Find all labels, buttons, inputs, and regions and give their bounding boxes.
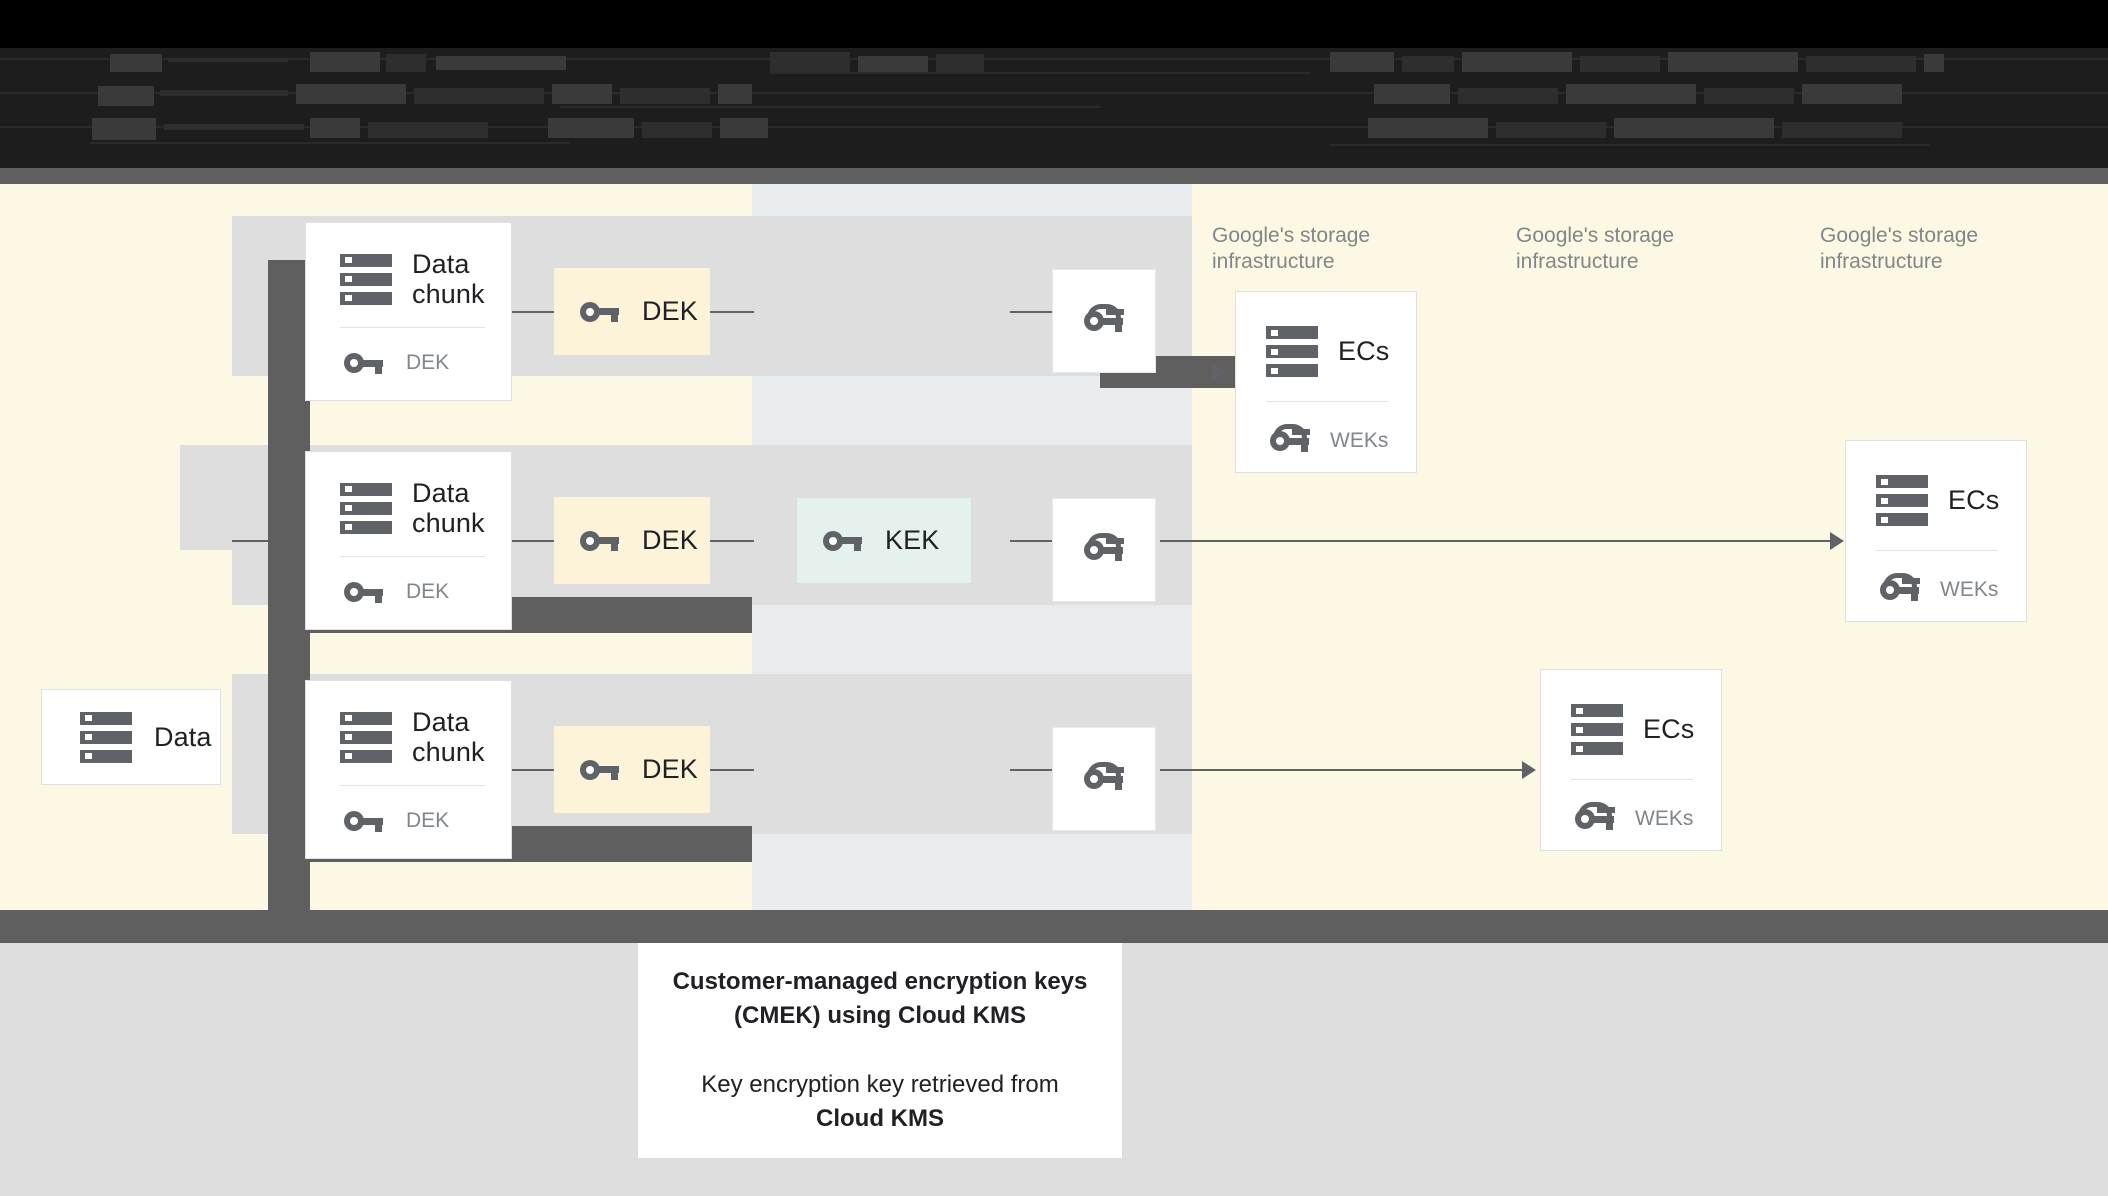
double-key-icon xyxy=(1084,533,1124,563)
data-chunk-card-3[interactable]: Data chunk DEK xyxy=(305,680,512,859)
chunk-key-label: DEK xyxy=(406,580,450,604)
caption-body: Key encryption key retrieved from Cloud … xyxy=(701,1068,1058,1136)
infra-label-text: Google's storage infrastructure xyxy=(1212,224,1371,273)
connector-to-wrap3 xyxy=(1010,769,1052,771)
infra-label-3: Google's storage infrastructure xyxy=(1820,223,2000,274)
ec-key-label: WEKs xyxy=(1330,429,1389,452)
key-icon xyxy=(344,350,384,376)
ec-title: ECs xyxy=(1643,714,1695,745)
wrapped-key-box-2[interactable] xyxy=(1052,498,1156,602)
card-divider xyxy=(1266,401,1388,402)
dek-label: DEK xyxy=(642,754,698,785)
chunk-title: Data chunk xyxy=(412,707,485,768)
infra-label-text: Google's storage infrastructure xyxy=(1516,224,1675,273)
key-icon xyxy=(580,757,620,783)
dek-box-3[interactable]: DEK xyxy=(554,726,710,813)
infra-label-2: Google's storage infrastructure xyxy=(1516,223,1696,274)
double-key-icon xyxy=(1880,573,1920,603)
dek-label: DEK xyxy=(642,525,698,556)
caption-body-line2: Cloud KMS xyxy=(816,1104,944,1132)
dek-box-1[interactable]: DEK xyxy=(554,268,710,355)
data-chunk-card-2[interactable]: Data chunk DEK xyxy=(305,451,512,630)
diagram-canvas: Data Data chunk DEK Data chunk DEK Data … xyxy=(0,184,2108,952)
chunk-title: Data chunk xyxy=(412,478,485,539)
chunk-key-label: DEK xyxy=(406,809,450,833)
connector-chunk3-dek3 xyxy=(512,769,554,771)
caption-title-line1: Customer-managed encryption keys xyxy=(672,968,1088,996)
server-icon xyxy=(1876,475,1928,526)
arrow-ec1 xyxy=(1212,363,1226,381)
caption-box: Customer-managed encryption keys (CMEK) … xyxy=(638,943,1122,1158)
server-icon xyxy=(1266,326,1318,377)
connector-dek1-out xyxy=(710,311,754,313)
card-divider xyxy=(340,785,485,787)
arrow-ec3 xyxy=(1522,761,1536,779)
server-icon xyxy=(80,711,132,763)
top-banner xyxy=(0,0,2108,168)
double-key-icon xyxy=(1084,304,1124,334)
key-icon xyxy=(344,579,384,605)
caption-title: Customer-managed encryption keys (CMEK) … xyxy=(673,965,1088,1033)
connector-wrap2-to-ec2 xyxy=(1160,540,1840,542)
connector-wrap3-to-ec3 xyxy=(1160,769,1530,771)
arrow-ec2 xyxy=(1830,532,1844,550)
wrapped-key-box-1[interactable] xyxy=(1052,269,1156,373)
data-chunk-card-1[interactable]: Data chunk DEK xyxy=(305,222,512,401)
bottom-redaction-bar xyxy=(0,910,2108,943)
ec-title: ECs xyxy=(1338,336,1390,367)
caption-body-line1: Key encryption key retrieved from xyxy=(701,1070,1059,1098)
server-icon xyxy=(340,482,392,534)
key-icon xyxy=(580,299,620,325)
connector-chunk2-dek2 xyxy=(512,540,554,542)
banner-divider xyxy=(0,168,2108,184)
data-card[interactable]: Data xyxy=(41,689,221,785)
ec-card-1[interactable]: ECs WEKs xyxy=(1235,291,1417,473)
card-divider xyxy=(1876,550,1998,551)
double-key-icon xyxy=(1270,424,1310,454)
connector-to-wrap1 xyxy=(1010,311,1052,313)
double-key-icon xyxy=(1084,762,1124,792)
key-icon xyxy=(344,808,384,834)
caption-title-line2: (CMEK) using Cloud KMS xyxy=(734,1002,1026,1030)
infra-label-1: Google's storage infrastructure xyxy=(1212,223,1392,274)
server-icon xyxy=(340,253,392,305)
ec-key-label: WEKs xyxy=(1635,807,1694,830)
card-divider xyxy=(1571,779,1693,780)
card-divider xyxy=(340,327,485,329)
wrapped-key-box-3[interactable] xyxy=(1052,727,1156,831)
data-card-title: Data xyxy=(154,721,212,752)
kek-label: KEK xyxy=(885,525,940,556)
ec-key-label: WEKs xyxy=(1940,578,1999,601)
connector-to-wrap2 xyxy=(1010,540,1052,542)
card-divider xyxy=(340,556,485,558)
key-icon xyxy=(823,528,863,554)
chunk-title: Data chunk xyxy=(412,249,485,310)
connector-dek2-out xyxy=(710,540,754,542)
ec-card-3[interactable]: ECs WEKs xyxy=(1540,669,1722,851)
top-banner-redacted-text xyxy=(0,48,2108,168)
server-icon xyxy=(340,711,392,763)
infra-label-text: Google's storage infrastructure xyxy=(1820,224,1979,273)
chunk-key-label: DEK xyxy=(406,351,450,375)
connector-chunk1-dek1 xyxy=(512,311,554,313)
connector-dek3-out xyxy=(710,769,754,771)
server-icon xyxy=(1571,704,1623,755)
ec-card-2[interactable]: ECs WEKs xyxy=(1845,440,2027,622)
ec-title: ECs xyxy=(1948,485,2000,516)
kek-box[interactable]: KEK xyxy=(796,497,972,584)
dek-box-2[interactable]: DEK xyxy=(554,497,710,584)
dek-label: DEK xyxy=(642,296,698,327)
key-icon xyxy=(580,528,620,554)
double-key-icon xyxy=(1575,802,1615,832)
